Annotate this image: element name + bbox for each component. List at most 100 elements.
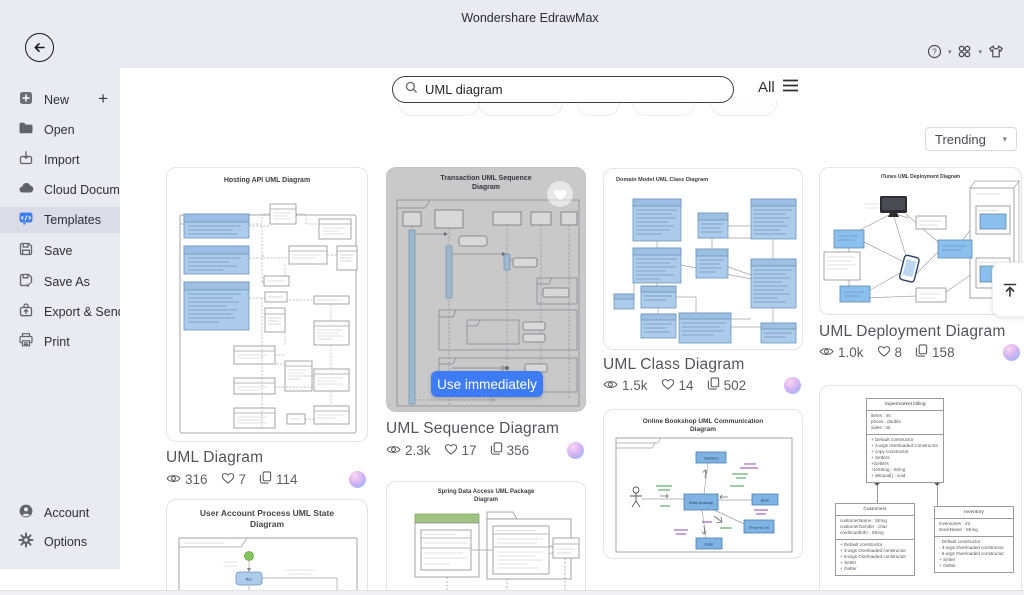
heart-icon[interactable] — [877, 345, 891, 360]
template-thumbnail[interactable]: Hosting API UML Diagram — [166, 167, 368, 442]
heart-icon — [553, 189, 567, 200]
sidebar-item-label: New — [44, 93, 70, 107]
card-column: Transaction UML Sequence Diagram Use imm… — [386, 167, 586, 595]
eye-icon — [166, 472, 181, 487]
sidebar-item-import[interactable]: Import — [0, 147, 120, 173]
back-button[interactable] — [25, 33, 54, 62]
new-plus-button[interactable]: + — [98, 89, 108, 108]
heart-icon[interactable] — [221, 472, 235, 487]
template-preview-drawing — [179, 203, 358, 434]
sidebar-item-label: Cloud Documents — [44, 183, 144, 197]
search-input[interactable] — [425, 82, 721, 97]
template-title[interactable]: UML Diagram — [166, 449, 264, 466]
sort-dropdown[interactable]: Trending ▾ — [925, 127, 1017, 151]
svg-text:Run: Run — [246, 578, 253, 582]
import-icon — [18, 150, 34, 171]
sidebar-item-cloud-documents[interactable]: Cloud Documents — [0, 177, 143, 203]
scroll-top-button[interactable] — [992, 262, 1024, 317]
heart-icon[interactable] — [444, 443, 458, 458]
template-preview-drawing — [414, 511, 580, 595]
sidebar-item-save-as[interactable]: Save As — [0, 269, 120, 295]
sidebar-item-templates[interactable]: Templates — [0, 207, 120, 233]
views-count: 1.5k — [622, 377, 648, 393]
template-stats: 316 7 114 — [166, 471, 368, 488]
favorite-button[interactable] — [547, 181, 573, 207]
template-title[interactable]: UML Deployment Diagram — [819, 323, 1006, 340]
likes-count: 17 — [461, 442, 477, 458]
apps-caret-icon[interactable]: ▾ — [978, 48, 982, 56]
template-thumbnail[interactable]: Spring Data Access UML Package Diagram — [386, 481, 586, 595]
copies-count: 158 — [932, 344, 955, 360]
titlebar-actions: ? ▾ ▾ — [927, 44, 1004, 59]
copy-icon — [707, 377, 720, 393]
svg-text:Online Bookshop: Online Bookshop — [689, 501, 714, 505]
thumb-title: Spring Data Access UML Package Diagram — [437, 489, 535, 503]
copy-icon — [259, 471, 272, 487]
template-stats: 1.5k 14 502 — [603, 377, 803, 394]
templates-panel: All Trending ▾ Hosting API UML Diagram — [120, 68, 1024, 595]
eye-icon — [386, 443, 401, 458]
template-thumbnail[interactable]: User Account Process UML State Diagram R… — [166, 499, 368, 595]
template-title[interactable]: UML Class Diagram — [603, 356, 745, 373]
use-immediately-button[interactable]: Use immediately — [431, 371, 543, 397]
tshirt-icon[interactable] — [988, 44, 1004, 59]
sidebar-item-label: Templates — [44, 213, 101, 227]
likes-count: 14 — [678, 377, 694, 393]
views-count: 1.0k — [838, 344, 864, 360]
print-icon — [18, 332, 34, 353]
apps-icon[interactable] — [957, 44, 972, 59]
sidebar-item-label: Print — [44, 335, 70, 349]
uml-connector — [937, 482, 938, 506]
premium-badge — [567, 442, 584, 459]
all-filter-button[interactable]: All — [758, 79, 799, 96]
window-title: Wondershare EdrawMax — [461, 11, 599, 25]
premium-badge — [1003, 344, 1020, 361]
search-bar — [392, 76, 734, 103]
sidebar-item-label: Import — [44, 153, 80, 167]
copy-icon — [490, 442, 503, 458]
template-thumbnail[interactable]: Online Bookshop UML Communication Diagra… — [603, 409, 803, 559]
sidebar-item-label: Options — [44, 535, 88, 549]
svg-text:Order: Order — [704, 543, 714, 547]
template-stats: 1.0k 8 158 — [819, 344, 1022, 361]
sidebar-item-options[interactable]: Options — [0, 529, 120, 555]
card-column: Hosting API UML Diagram — [166, 167, 368, 595]
template-thumbnail[interactable]: iTunes UML Deployment Diagram — [819, 167, 1022, 315]
sidebar-item-export-send[interactable]: Export & Send — [0, 299, 125, 325]
template-preview-drawing — [613, 198, 797, 344]
templates-icon — [18, 210, 34, 231]
template-preview-drawing — [396, 199, 580, 407]
template-stats: 2.3k 17 356 — [386, 442, 586, 459]
sidebar-item-save[interactable]: Save — [0, 238, 120, 264]
template-preview-drawing: Inventory Online Bookshop Book Shopping … — [615, 437, 793, 553]
sort-dropdown-value: Trending — [935, 131, 986, 147]
thumb-title: Domain Model UML Class Diagram — [616, 177, 709, 183]
sidebar-item-print[interactable]: Print — [0, 329, 120, 355]
search-icon — [405, 81, 418, 99]
bottom-strip — [0, 590, 1024, 595]
help-caret-icon[interactable]: ▾ — [947, 48, 952, 56]
gear-icon — [18, 532, 34, 553]
views-count: 316 — [185, 471, 208, 487]
template-thumbnail[interactable]: Transaction UML Sequence Diagram Use imm… — [386, 167, 586, 412]
template-preview-drawing — [823, 179, 1020, 303]
eye-icon — [603, 378, 618, 393]
template-thumbnail[interactable]: Domain Model UML Class Diagram — [603, 168, 803, 350]
thumb-title: User Account Process UML State Diagram — [199, 508, 335, 529]
sidebar-item-account[interactable]: Account — [0, 500, 120, 526]
heart-icon[interactable] — [661, 378, 675, 393]
titlebar: Wondershare EdrawMax ? ▾ ▾ — [0, 0, 1024, 68]
help-icon[interactable]: ? — [927, 44, 942, 59]
copies-count: 356 — [506, 442, 530, 458]
template-title[interactable]: UML Sequence Diagram — [386, 420, 560, 437]
account-icon — [18, 503, 34, 524]
sidebar-item-open[interactable]: Open — [0, 117, 120, 143]
export-icon — [18, 302, 34, 323]
sidebar-item-new[interactable]: New + — [0, 87, 120, 113]
sidebar: New + Open Import Cloud Documents Templa… — [0, 0, 143, 569]
likes-count: 8 — [894, 344, 903, 360]
premium-badge — [784, 377, 801, 394]
